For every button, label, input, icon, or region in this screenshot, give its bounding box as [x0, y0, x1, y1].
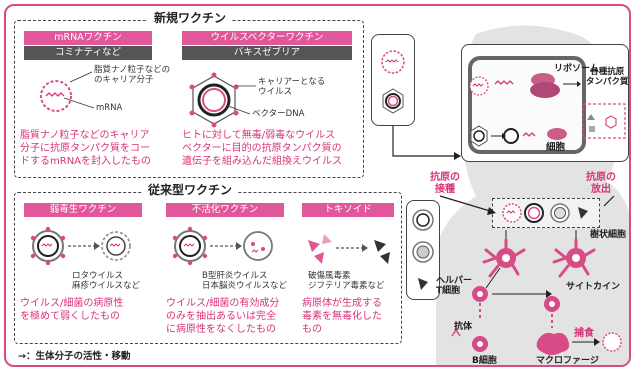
card-particles: [381, 50, 405, 114]
vector-description: ヒトに対して無毒/弱毒なウイルス ベクターに目的の抗原タンパク質の 遺伝子を組み…: [182, 130, 342, 167]
legend-text: ：生体分子の活性・移動: [25, 351, 131, 362]
lipid-nanoparticle-icon: [40, 80, 72, 112]
attenuated-virus-icon: [30, 226, 131, 266]
phagocytosis-label: 捕食: [574, 328, 594, 339]
cell-label: 細胞: [546, 142, 566, 153]
mrna-pointer-lines: [63, 71, 95, 109]
inactivated-description: ウイルス/細菌の有効成分 のみを抽出あるいは完全 に病原性をなくしたもの: [166, 298, 280, 335]
mrna-example: コミナティなど: [24, 46, 152, 60]
inactivated-example: B型肝炎ウイルス 日本脳炎ウイルスなど: [202, 271, 288, 291]
dendritic-cell-label: 樹状細胞: [590, 230, 627, 240]
mrna-tag: mRNAワクチン: [24, 31, 152, 45]
vector-dna-label: ベクターDNA: [252, 109, 305, 119]
attenuated-tag: 弱毒生ワクチン: [24, 203, 142, 217]
mrna-label: mRNA: [96, 103, 123, 113]
conventional-card-particles: [412, 209, 434, 290]
antigen-strip-contents: [439, 195, 615, 223]
toxoid-icon: [308, 234, 390, 264]
mrna-carrier-label: 脂質ナノ粒子などの のキャリア分子: [94, 65, 171, 85]
cell-membrane: [468, 56, 586, 154]
attenuated-example: ロタウイルス 麻疹ウイルスなど: [72, 271, 141, 291]
helper-t-label: ヘルパー T細胞: [436, 276, 473, 297]
new-vaccine-title: 新規ワクチン: [148, 11, 233, 26]
inactivated-virus-icon: [172, 226, 273, 266]
figure-frame: 新規ワクチン mRNAワクチン コミナティなど 脂質ナノ粒子などの のキャリア分…: [4, 4, 631, 367]
vector-pointer-lines: [227, 85, 256, 115]
legend-arrow-icon: →: [18, 351, 26, 362]
vector-example: バキスゼブリア: [182, 46, 352, 60]
immune-cells: [451, 230, 622, 355]
antigen-inoculation-label: 抗原の 接種: [430, 172, 460, 195]
cell-internals: [469, 73, 626, 147]
inactivated-tag: 不活化ワクチン: [166, 203, 284, 217]
vector-tag: ウイルスベクターワクチン: [182, 31, 352, 45]
antibody-label: 抗体: [454, 322, 473, 332]
vector-carrier-label: キャリアーとなる ウイルス: [258, 77, 326, 97]
legend: →：生体分子の活性・移動: [18, 351, 131, 363]
cytokine-label: サイトカイン: [566, 282, 621, 292]
card-to-cell-arrow: [392, 126, 461, 160]
antigen-proteins-label: 各種抗原 タンパク質: [586, 67, 629, 87]
viral-vector-icon: [189, 72, 239, 128]
antigen-release-label: 抗原の 放出: [586, 172, 616, 195]
ribosome-label: リボソーム: [554, 64, 599, 74]
conventional-vaccine-title: 従来型ワクチン: [142, 183, 239, 198]
toxoid-description: 病原体が生成する 毒素を無毒化した もの: [302, 298, 382, 335]
toxoid-tag: トキソイド: [302, 203, 394, 217]
attenuated-description: ウイルス/細菌の病原性 を極めて弱くしたもの: [20, 298, 124, 322]
macrophage-label: マクロファージ: [536, 356, 599, 366]
mrna-description: 脂質ナノ粒子などのキャリア 分子に抗原タンパク質をコー ドするmRNAを封入した…: [20, 130, 152, 167]
b-cell-label: B細胞: [472, 356, 497, 366]
toxoid-example: 破傷風毒素 ジフテリア毒素など: [308, 271, 385, 291]
